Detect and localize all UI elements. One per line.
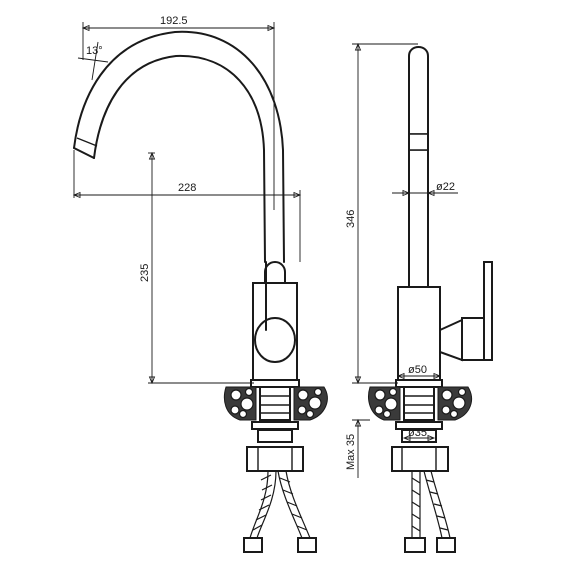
spout-tip: [73, 147, 95, 159]
side-body: [397, 286, 441, 384]
side-view: 346 ø22 ø50 ø35 Max 35: [345, 42, 493, 553]
mounting-bracket: [246, 446, 304, 472]
dim-max-thickness-label: Max 35: [345, 434, 357, 470]
mounting-nut: [257, 429, 293, 443]
side-mounting-nut: [401, 429, 437, 443]
dim-handle-height: 235: [139, 151, 254, 385]
dim-spout-reach-label: 192.5: [160, 15, 188, 27]
dim-overall-height-label: 346: [345, 210, 357, 228]
dim-tube-diameter-label: ø22: [436, 181, 455, 193]
side-mounting-bracket: [391, 446, 449, 472]
dim-handle-height-label: 235: [139, 264, 151, 282]
supply-hoses-side: [404, 470, 456, 553]
dim-shank-diameter-label: ø35: [408, 427, 427, 439]
dim-spout-reach: 192.5: [81, 15, 276, 150]
side-handle-connector: [439, 318, 463, 362]
dim-shank-diameter: ø35: [402, 427, 436, 442]
spout-outline: [73, 30, 285, 263]
side-shank: [403, 386, 435, 421]
side-handle-lever: [461, 317, 485, 361]
spout-aerator: [76, 137, 98, 147]
countertop-side: [368, 386, 472, 421]
dim-max-thickness: Max 35: [345, 418, 370, 478]
shank: [259, 386, 291, 421]
handle-cap: [254, 317, 296, 363]
dim-tube-diameter: ø22: [392, 181, 458, 197]
dim-spout-height: 228: [72, 150, 302, 262]
mounting-washer: [251, 421, 299, 430]
countertop-front: [223, 386, 328, 421]
side-handle-grip: [483, 261, 493, 361]
dim-overall-height: 346: [345, 42, 418, 385]
dim-spout-height-label: 228: [178, 182, 196, 194]
dim-spout-angle: 13°: [77, 41, 109, 81]
supply-hoses-front: [243, 470, 317, 553]
spout-inner-outline: [93, 54, 266, 263]
side-base-flange: [395, 379, 443, 388]
dim-spout-angle-label: 13°: [86, 45, 103, 57]
dim-body-diameter-label: ø50: [408, 364, 427, 376]
front-view: 192.5 13° 228 235: [72, 15, 328, 553]
dim-body-diameter: ø50: [396, 364, 442, 380]
side-tube: [408, 46, 429, 288]
base-flange: [250, 379, 300, 388]
